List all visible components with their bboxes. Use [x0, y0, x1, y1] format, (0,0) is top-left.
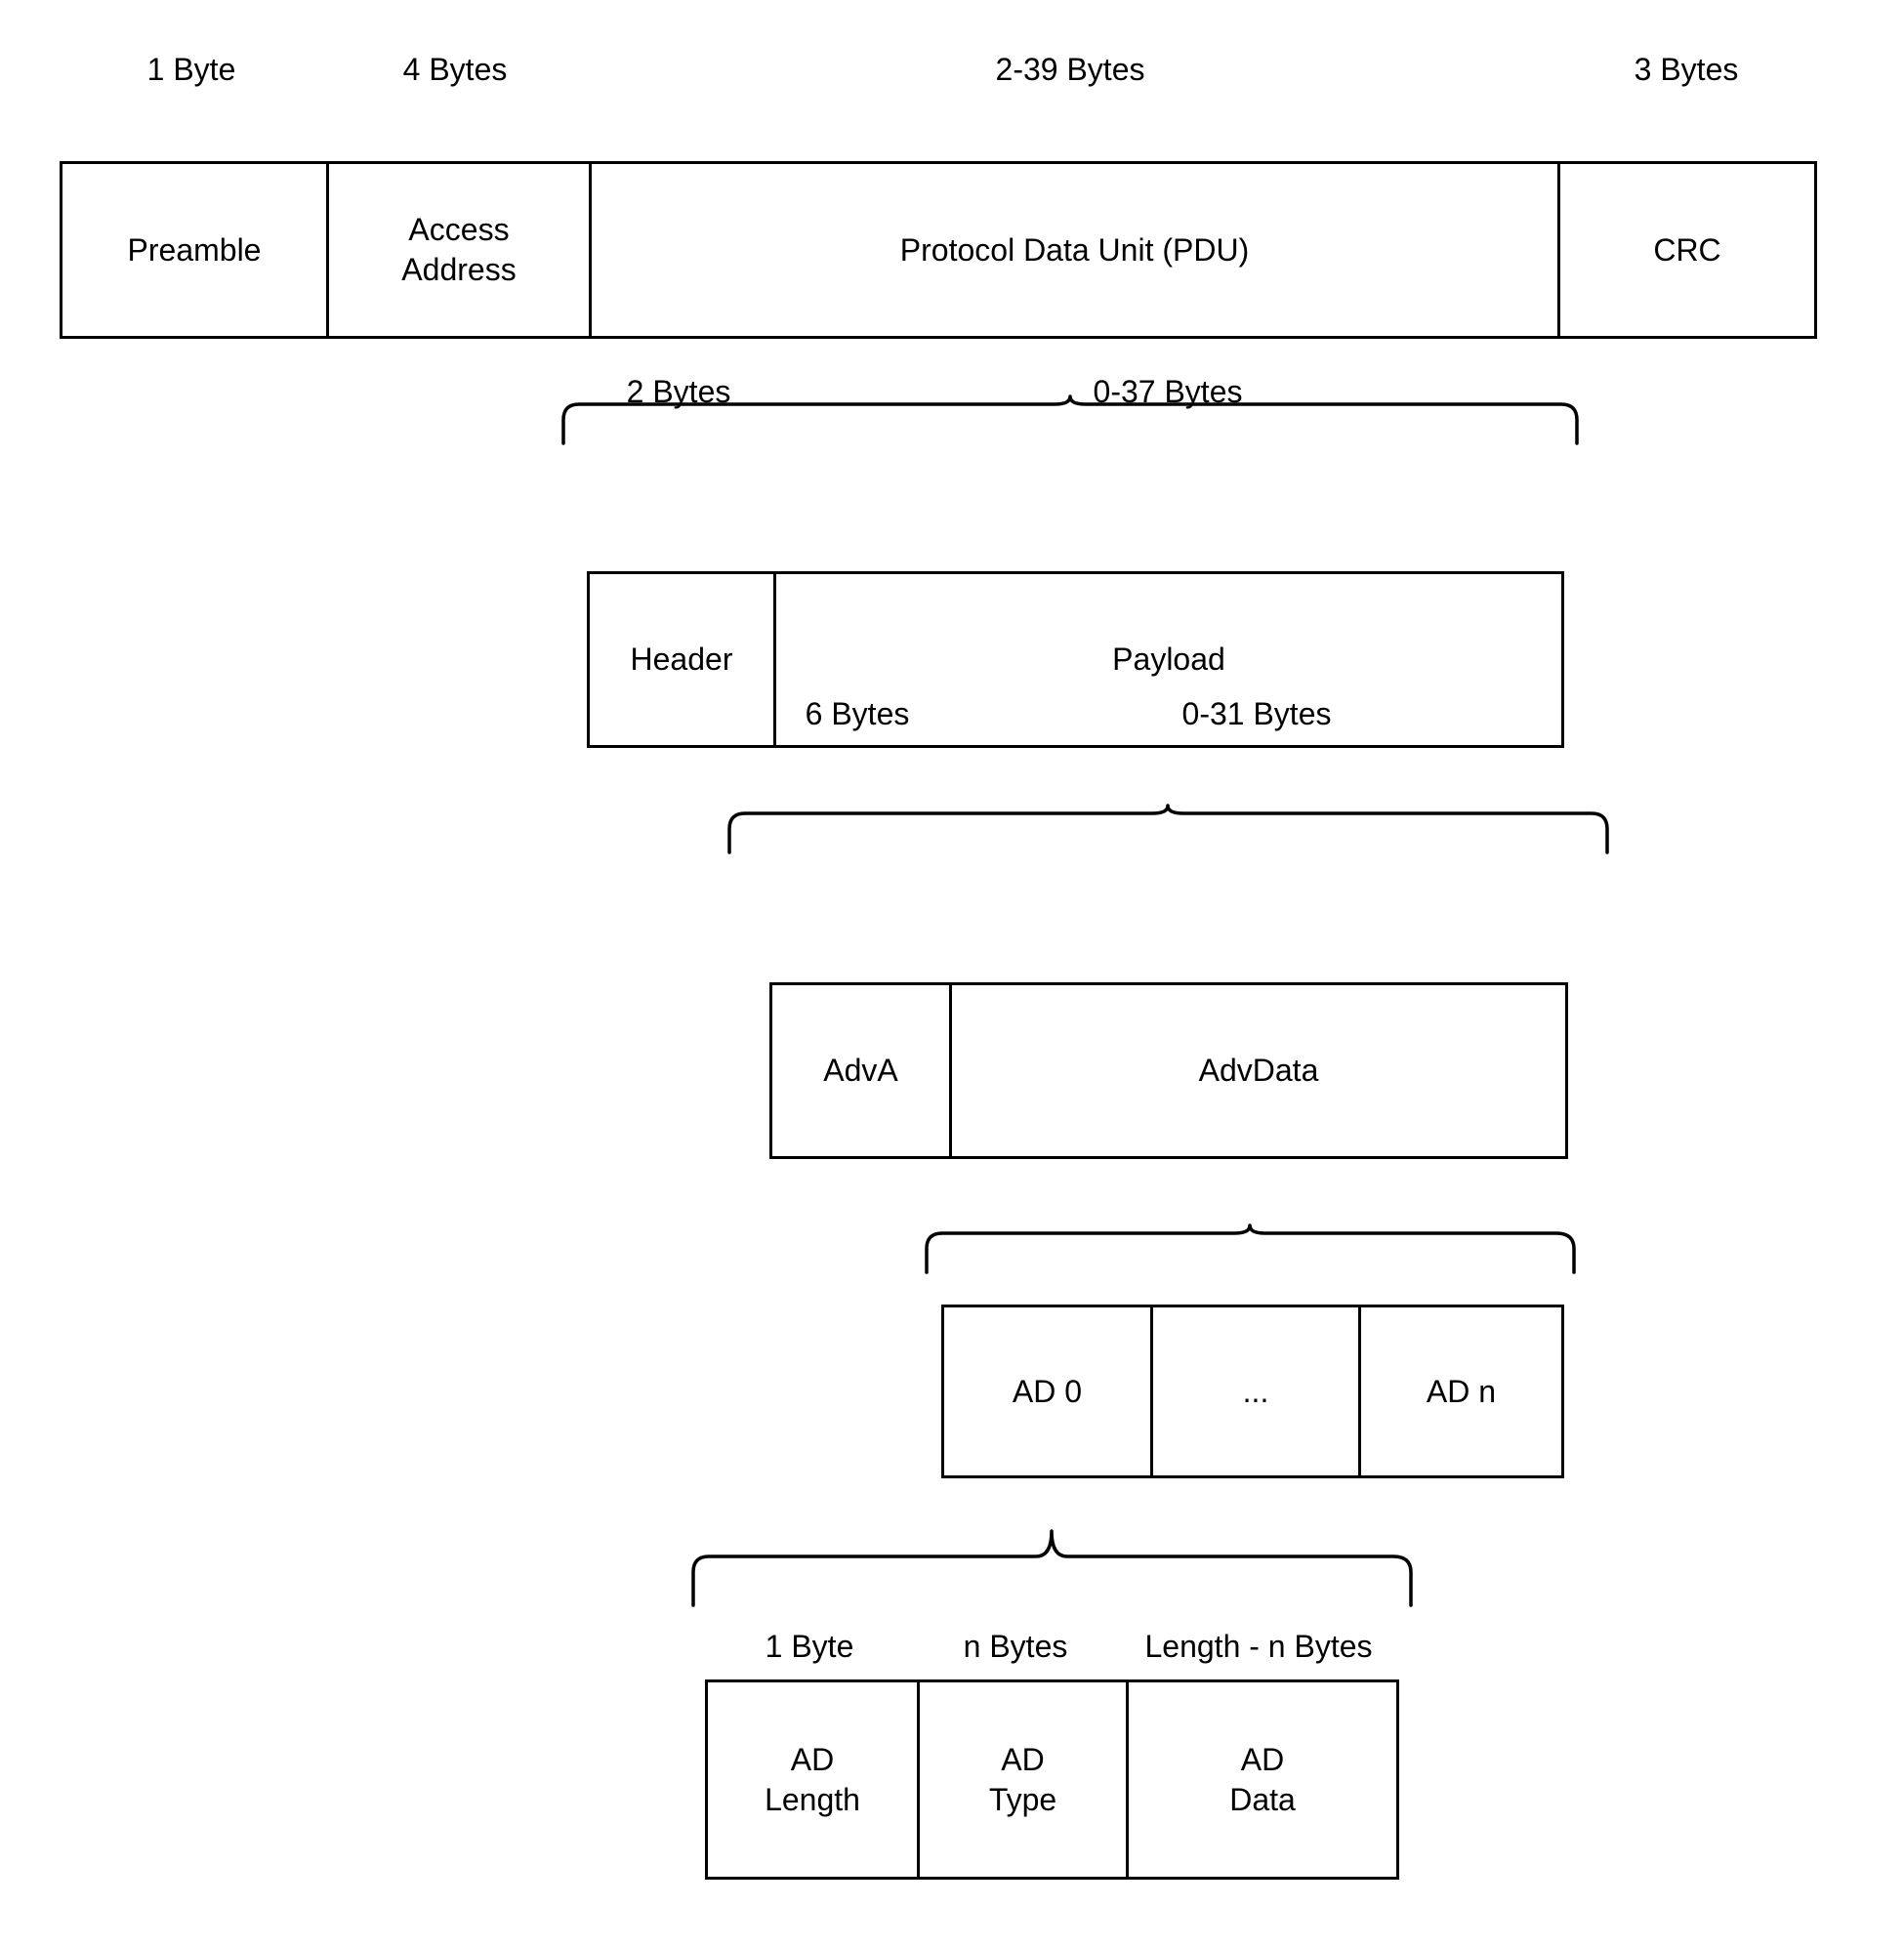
payload-row: AdvA AdvData — [769, 982, 1568, 1159]
field-preamble: Preamble — [62, 164, 326, 336]
size-label-pdu: 2-39 Bytes — [995, 52, 1145, 87]
field-header: Header — [590, 574, 773, 745]
pdu-row: Header Payload — [587, 571, 1564, 748]
link-layer-packet-row: Preamble Access Address Protocol Data Un… — [60, 161, 1817, 339]
size-label-header: 2 Bytes — [626, 374, 731, 409]
brace-pdu-expand — [561, 394, 1579, 445]
field-ad-n: AD n — [1358, 1307, 1561, 1475]
brace-payload-expand — [727, 804, 1609, 854]
field-ad-data: AD Data — [1126, 1682, 1396, 1877]
size-label-ad-data: Length - n Bytes — [1144, 1629, 1373, 1664]
field-advdata: AdvData — [949, 985, 1565, 1156]
size-label-advdata: 0-31 Bytes — [1181, 696, 1332, 731]
field-adva: AdvA — [772, 985, 949, 1156]
field-ad-length: AD Length — [708, 1682, 917, 1877]
field-access-address: Access Address — [326, 164, 589, 336]
brace-ad-expand — [691, 1529, 1413, 1607]
size-label-adva: 6 Bytes — [805, 696, 910, 731]
brace-advdata-expand — [925, 1223, 1576, 1274]
size-label-crc: 3 Bytes — [1634, 52, 1739, 87]
size-label-access-address: 4 Bytes — [402, 52, 508, 87]
field-protocol-data-unit: Protocol Data Unit (PDU) — [589, 164, 1557, 336]
size-label-preamble: 1 Byte — [146, 52, 236, 87]
advdata-row: AD 0 ... AD n — [941, 1305, 1564, 1478]
field-crc: CRC — [1557, 164, 1814, 336]
size-label-ad-length: 1 Byte — [765, 1629, 854, 1664]
field-ad-type: AD Type — [917, 1682, 1126, 1877]
ad-structure-row: AD Length AD Type AD Data — [705, 1679, 1399, 1880]
field-ad-0: AD 0 — [944, 1307, 1150, 1475]
size-label-payload: 0-37 Bytes — [1093, 374, 1243, 409]
field-ad-ellipsis: ... — [1150, 1307, 1358, 1475]
field-payload: Payload — [773, 574, 1561, 745]
size-label-ad-type: n Bytes — [963, 1629, 1068, 1664]
